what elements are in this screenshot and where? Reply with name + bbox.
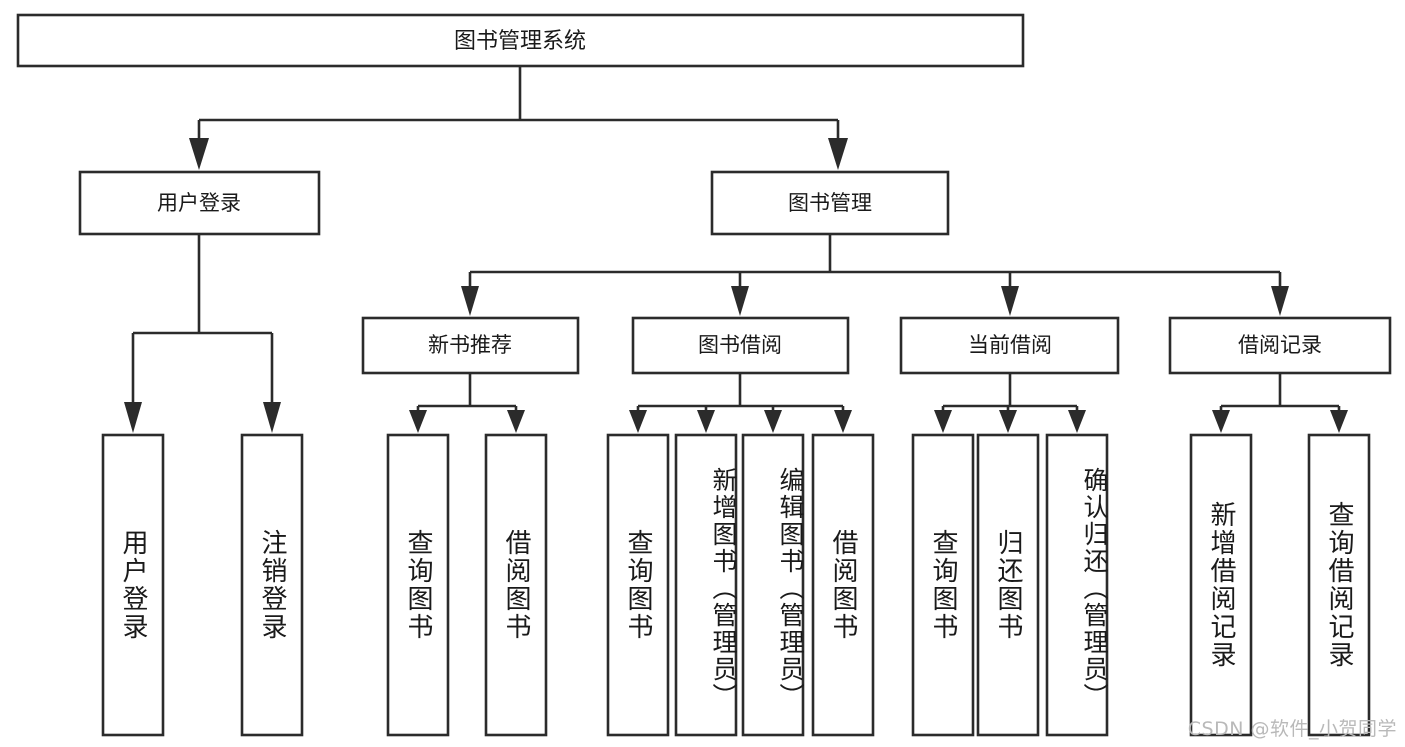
- connector-group-new-book-recommend: [409, 373, 525, 433]
- connector-group-book-management: [461, 234, 1289, 316]
- node-current-borrow-label: 当前借阅: [968, 333, 1052, 357]
- arrowhead-leaf-query-record: [1330, 410, 1348, 433]
- connector-group-borrow-record: [1212, 373, 1348, 433]
- node-leaf-query-book-3-box[interactable]: [911, 433, 975, 737]
- arrowhead-book-borrow: [731, 286, 749, 316]
- node-book-borrow-box[interactable]: [631, 316, 850, 375]
- leaf-boxes-group: [101, 433, 1371, 737]
- connector-group-book-borrow: [629, 373, 852, 433]
- node-current-borrow-box[interactable]: [899, 316, 1120, 375]
- arrowhead-borrow-record: [1271, 286, 1289, 316]
- arrowhead-leaf-query-book-3: [934, 410, 952, 433]
- node-new-book-recommend-label: 新书推荐: [428, 333, 512, 357]
- node-leaf-confirm-return-box[interactable]: [1045, 433, 1109, 737]
- node-user-login[interactable]: 用户登录: [78, 170, 321, 236]
- node-book-borrow[interactable]: 图书借阅: [631, 316, 850, 375]
- node-user-login-label: 用户登录: [157, 191, 241, 215]
- node-leaf-logout-login-box[interactable]: [240, 433, 304, 737]
- node-leaf-query-book-1-box[interactable]: [386, 433, 450, 737]
- connector-group-root: [189, 66, 848, 170]
- node-root-label: 图书管理系统: [454, 29, 586, 54]
- node-leaf-user-login-box[interactable]: [101, 433, 165, 737]
- node-book-management-label: 图书管理: [788, 191, 872, 215]
- arrowhead-leaf-add-book: [697, 410, 715, 433]
- arrowhead-leaf-add-record: [1212, 410, 1230, 433]
- arrowhead-current-borrow: [1001, 286, 1019, 316]
- arrowhead-leaf-query-book-2: [629, 410, 647, 433]
- arrowhead-user-login: [189, 138, 209, 170]
- node-leaf-add-book-box[interactable]: [674, 433, 738, 737]
- node-leaf-query-book-2-box[interactable]: [606, 433, 670, 737]
- arrowhead-leaf-user-login: [124, 402, 142, 433]
- arrowhead-book-management: [828, 138, 848, 170]
- node-leaf-edit-book-box[interactable]: [741, 433, 805, 737]
- node-leaf-add-record-box[interactable]: [1189, 433, 1253, 737]
- node-book-borrow-label: 图书借阅: [698, 333, 782, 357]
- arrowhead-leaf-borrow-book-2: [834, 410, 852, 433]
- node-borrow-record-label: 借阅记录: [1238, 333, 1322, 357]
- node-root-box[interactable]: [16, 13, 1025, 68]
- node-borrow-record-box[interactable]: [1168, 316, 1392, 375]
- arrowhead-new-book-recommend: [461, 286, 479, 316]
- node-leaf-borrow-book-2-box[interactable]: [811, 433, 875, 737]
- arrowhead-leaf-logout-login: [263, 402, 281, 433]
- node-new-book-recommend-box[interactable]: [361, 316, 580, 375]
- node-leaf-return-book-box[interactable]: [976, 433, 1040, 737]
- arrowhead-leaf-query-book-1: [409, 410, 427, 433]
- connector-group-user-login: [124, 234, 281, 433]
- node-leaf-borrow-book-1-box[interactable]: [484, 433, 548, 737]
- node-borrow-record[interactable]: 借阅记录: [1168, 316, 1392, 375]
- connector-group-current-borrow: [934, 373, 1086, 433]
- node-book-management[interactable]: 图书管理: [710, 170, 950, 236]
- arrowhead-leaf-borrow-book-1: [507, 410, 525, 433]
- arrowhead-leaf-confirm-return: [1068, 410, 1086, 433]
- arrowhead-leaf-return-book: [999, 410, 1017, 433]
- node-leaf-query-record-box[interactable]: [1307, 433, 1371, 737]
- node-current-borrow[interactable]: 当前借阅: [899, 316, 1120, 375]
- node-user-login-box[interactable]: [78, 170, 321, 236]
- watermark-text: CSDN @软件_小贺同学: [1187, 718, 1397, 740]
- node-root[interactable]: 图书管理系统: [16, 13, 1025, 68]
- arrowhead-leaf-edit-book: [764, 410, 782, 433]
- node-new-book-recommend[interactable]: 新书推荐: [361, 316, 580, 375]
- node-book-management-box[interactable]: [710, 170, 950, 236]
